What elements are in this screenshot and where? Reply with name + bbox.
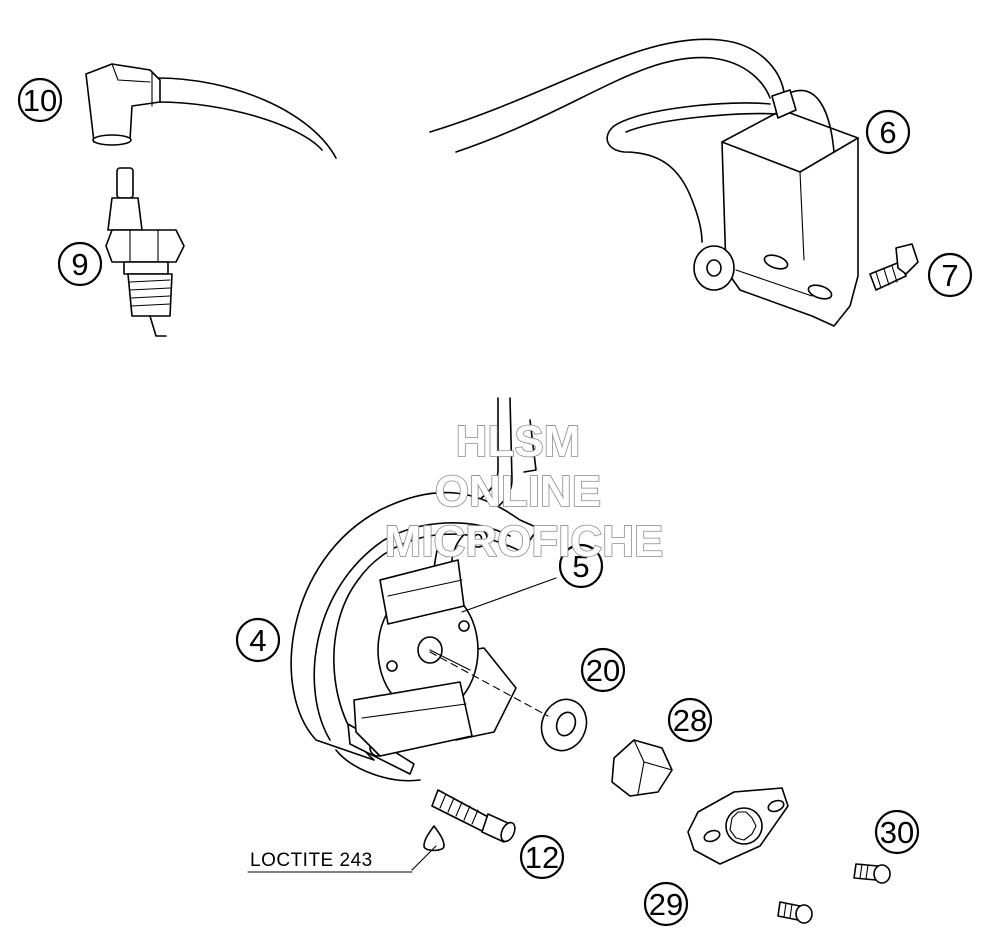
callout-label: 20 [586, 653, 620, 688]
callout-20: 20 [580, 647, 626, 693]
callout-10: 10 [17, 77, 63, 123]
coil-bolt [869, 243, 919, 291]
callout-29: 29 [643, 881, 689, 927]
callout-4: 4 [235, 617, 281, 663]
ht-lead [429, 38, 785, 153]
callout-label: 28 [673, 703, 707, 738]
watermark: HLSM ONLINE MICROFICHE [384, 416, 664, 567]
cover-plate [687, 787, 789, 865]
callout-label: 6 [879, 115, 896, 150]
callout-30: 30 [874, 809, 920, 855]
callout-label: 7 [941, 258, 958, 293]
callout-12: 12 [519, 834, 565, 880]
ignition-coil [606, 89, 859, 327]
callout-28: 28 [667, 697, 713, 743]
watermark-line-3: MICROFICHE [385, 517, 664, 566]
loctite-note: LOCTITE 243 [250, 850, 373, 871]
callout-label: 10 [23, 83, 57, 118]
callout-label: 9 [71, 247, 88, 282]
screw-upper [853, 863, 891, 884]
washer [540, 698, 588, 752]
leader-lines [429, 577, 557, 717]
callout-label: 5 [572, 549, 589, 584]
callout-9: 9 [57, 241, 103, 287]
callout-6: 6 [865, 109, 911, 155]
stator-bolt [431, 789, 516, 843]
callout-label: 4 [249, 623, 266, 658]
screw-lower [777, 901, 813, 924]
callout-label: 12 [525, 840, 559, 875]
watermark-line-1: HLSM [456, 417, 581, 466]
callout-label: 29 [649, 887, 683, 922]
stator-coil [353, 559, 479, 757]
spark-plug-cap [85, 63, 337, 159]
watermark-line-2: ONLINE [435, 467, 601, 516]
woodruff-key [611, 739, 673, 797]
loctite-drop [247, 825, 445, 873]
callout-7: 7 [927, 252, 973, 298]
callout-5: 5 [558, 543, 604, 589]
spark-plug [105, 167, 185, 337]
callout-label: 30 [880, 815, 914, 850]
